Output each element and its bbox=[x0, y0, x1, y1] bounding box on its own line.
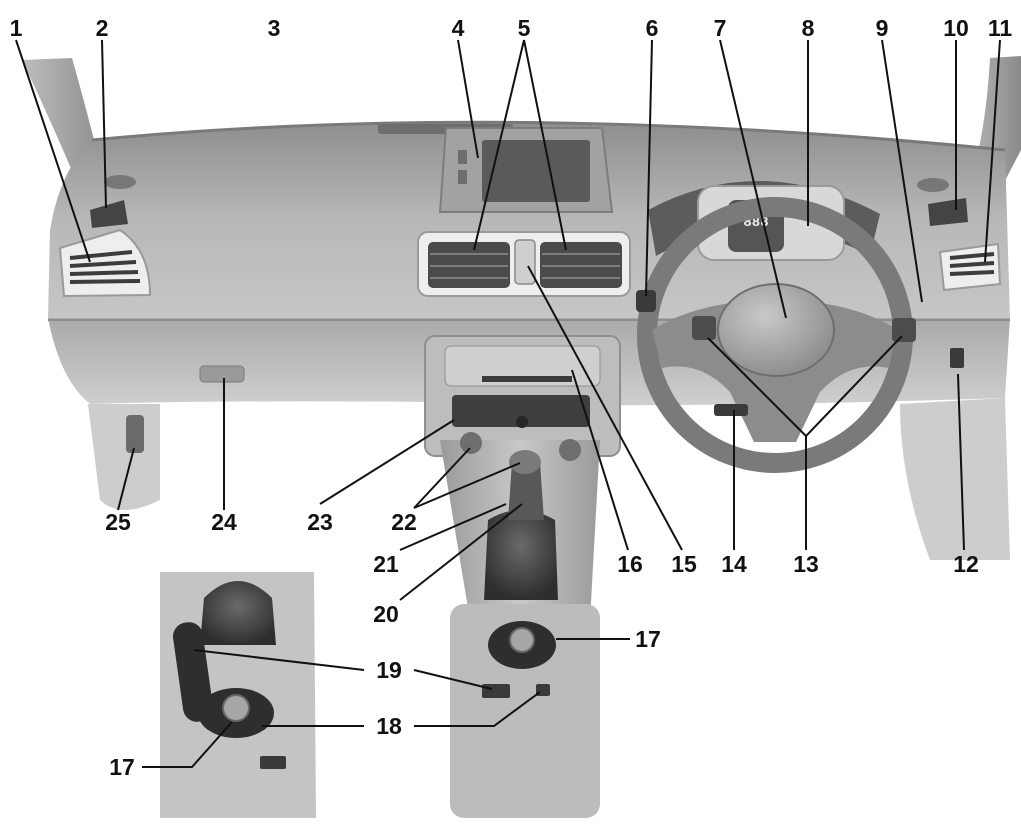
leader-20 bbox=[399, 503, 523, 601]
nav-controller-knob bbox=[509, 627, 535, 653]
inset-nav-knob bbox=[222, 694, 250, 722]
callout-6: 6 bbox=[646, 15, 659, 41]
audio-panel bbox=[452, 395, 590, 427]
callout-17-right: 17 bbox=[635, 626, 661, 652]
leader-22 bbox=[413, 447, 521, 509]
right-outer-vent bbox=[938, 242, 1002, 292]
center-vent-slats bbox=[430, 253, 620, 279]
screen-button-1 bbox=[458, 150, 467, 164]
right-side-demister bbox=[928, 198, 968, 226]
leader-7 bbox=[719, 39, 787, 319]
callout-12: 12 bbox=[953, 551, 979, 577]
callout-3: 3 bbox=[268, 15, 281, 41]
audio-knob bbox=[516, 416, 528, 428]
gear-boot bbox=[484, 510, 558, 600]
leader-19 bbox=[193, 649, 493, 690]
gear-lever bbox=[508, 462, 544, 520]
bonnet-release bbox=[714, 404, 748, 416]
leader-23 bbox=[319, 419, 455, 505]
lower-console bbox=[450, 604, 600, 818]
callout-7: 7 bbox=[714, 15, 727, 41]
callout-labels: 1 2 3 4 5 6 7 8 9 10 11 12 13 14 15 16 1… bbox=[10, 15, 1013, 780]
dashboard-top bbox=[48, 122, 1010, 318]
callout-10: 10 bbox=[943, 15, 969, 41]
cd-slot bbox=[482, 376, 572, 382]
callout-18: 18 bbox=[376, 713, 402, 739]
door-trim-right bbox=[900, 398, 1010, 560]
callout-11: 11 bbox=[988, 15, 1013, 41]
callout-15: 15 bbox=[671, 551, 697, 577]
callout-5: 5 bbox=[518, 15, 531, 41]
seat-heater-right bbox=[559, 439, 581, 461]
leader-12 bbox=[957, 373, 965, 551]
left-outer-vent-grille bbox=[69, 250, 141, 284]
fuel-flap-lever bbox=[126, 415, 144, 453]
leader-6 bbox=[645, 39, 653, 297]
dashboard-illustration: 888 bbox=[22, 56, 1021, 818]
leader-17b bbox=[142, 721, 233, 768]
dashboard-top-edge bbox=[91, 120, 1006, 152]
wheel-left-controls bbox=[692, 316, 716, 340]
leader-15 bbox=[527, 265, 683, 551]
callout-22: 22 bbox=[391, 509, 417, 535]
inset-parking-brake bbox=[172, 622, 214, 722]
leader-lines bbox=[15, 39, 1001, 768]
leader-21 bbox=[399, 503, 507, 551]
callout-20: 20 bbox=[373, 601, 399, 627]
wheel-right-controls bbox=[892, 318, 916, 342]
callout-16: 16 bbox=[617, 551, 643, 577]
leader-25 bbox=[117, 447, 135, 511]
inset-console-illustration bbox=[160, 572, 316, 818]
gear-knob bbox=[509, 450, 541, 474]
leader-4 bbox=[457, 39, 479, 159]
leader-11 bbox=[984, 39, 1001, 263]
callout-14: 14 bbox=[721, 551, 747, 577]
inset-gear-boot bbox=[200, 581, 276, 645]
left-side-demister bbox=[90, 200, 128, 228]
callout-1: 1 bbox=[10, 15, 23, 41]
callout-2: 2 bbox=[96, 15, 109, 41]
glovebox-handle bbox=[199, 365, 245, 383]
callout-9: 9 bbox=[876, 15, 889, 41]
left-speaker bbox=[104, 175, 136, 189]
leader-13 bbox=[707, 335, 903, 550]
callout-24: 24 bbox=[211, 509, 237, 535]
callout-19: 19 bbox=[376, 657, 402, 683]
right-speaker bbox=[917, 178, 949, 192]
headlight-adjuster bbox=[950, 348, 964, 368]
light-stalk bbox=[636, 290, 656, 312]
leader-18 bbox=[262, 691, 541, 727]
callout-21: 21 bbox=[373, 551, 399, 577]
screen-button-2 bbox=[458, 170, 467, 184]
seat-heater-left bbox=[460, 432, 482, 454]
inset-socket bbox=[260, 756, 286, 769]
leader-9 bbox=[881, 39, 923, 303]
leader-5 bbox=[473, 39, 567, 251]
callout-23: 23 bbox=[307, 509, 333, 535]
leader-16 bbox=[571, 369, 629, 551]
callout-4: 4 bbox=[452, 15, 465, 41]
leader-1 bbox=[15, 39, 91, 263]
jack-socket bbox=[482, 684, 510, 698]
hazard-switch bbox=[514, 239, 536, 285]
callout-25: 25 bbox=[105, 509, 131, 535]
leader-2 bbox=[101, 39, 107, 209]
callout-8: 8 bbox=[802, 15, 815, 41]
callout-13: 13 bbox=[793, 551, 819, 577]
multimedia-screen bbox=[482, 140, 590, 202]
airbag-hub bbox=[717, 283, 835, 377]
callout-17-inset: 17 bbox=[109, 754, 135, 780]
right-outer-vent-grille bbox=[949, 252, 995, 276]
